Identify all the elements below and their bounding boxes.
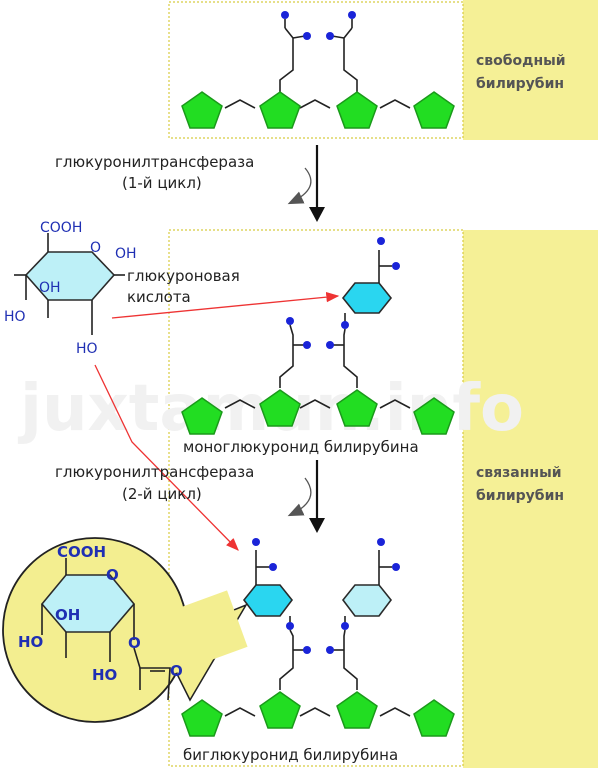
free-bilirubin-frame: [168, 1, 464, 139]
cofactor-arrow-1: [287, 167, 312, 205]
diglucuronide-label: биглюкуронид билирубина: [183, 746, 398, 764]
enzyme-cycle-1-name: глюкуронилтрансфераза: [55, 153, 254, 171]
linker-oxygen-zoom: O: [128, 634, 141, 652]
cooh-group: COOH: [40, 220, 82, 236]
reaction-arrow-1-head: [309, 207, 325, 222]
glucuronide-ring-di-1: [242, 584, 294, 617]
pyrrole-ring-mono-1: [181, 397, 223, 435]
pyrrole-ring-di-4: [413, 699, 455, 737]
monoglucuronide-label: моноглюкуронид билирубина: [183, 438, 419, 456]
pyrrole-ring-di-2: [259, 691, 301, 729]
glucuronide-ring-mono: [341, 282, 393, 314]
pyrrole-ring-mono-3: [336, 389, 378, 427]
carbonyl-oxygen-zoom: O: [170, 662, 183, 680]
glucuronide-zoom-bubble: COOH O OH HO HO O O: [2, 537, 248, 723]
enzyme-cycle-2-step: (2-й цикл): [122, 485, 202, 503]
ho-group-1: HO: [4, 309, 26, 325]
free-bilirubin-molecule: [181, 11, 455, 129]
glucuronic-acid-label: глюкуроновая: [127, 267, 240, 285]
red-arrow-to-diglucuronide: [94, 364, 239, 551]
cooh-group-zoom: COOH: [57, 543, 106, 561]
enzyme-cycle-2-name: глюкуронилтрансфераза: [55, 463, 254, 481]
free-bilirubin-label: свободный: [476, 53, 566, 69]
bound-side-panel: [463, 230, 598, 768]
pyrrole-ring-3: [336, 91, 378, 129]
monoglucuronide-molecule: [181, 237, 455, 435]
red-arrow-to-monoglucuronide: [111, 291, 340, 319]
free-side-panel: [463, 0, 598, 140]
pyrrole-ring-4: [413, 91, 455, 129]
pyrrole-ring-2: [259, 91, 301, 129]
free-bilirubin-label-2: билирубин: [476, 76, 564, 92]
enzyme-cycle-1-step: (1-й цикл): [122, 174, 202, 192]
reaction-arrow-2-head: [309, 518, 325, 533]
oh-group-zoom: OH: [55, 606, 80, 624]
ho-group-zoom-2: HO: [92, 666, 117, 684]
cofactor-arrow-2: [287, 477, 312, 517]
glucuronide-ring-di-2: [341, 584, 393, 617]
glucuronic-acid-molecule: COOH O OH OH HO HO: [4, 220, 137, 357]
ring-oxygen-zoom: O: [106, 566, 119, 584]
bound-bilirubin-label-2: билирубин: [476, 488, 564, 504]
pyrrole-ring-di-1: [181, 699, 223, 737]
pyrrole-ring-mono-4: [413, 397, 455, 435]
oh-group-1: OH: [115, 246, 137, 262]
ho-group-zoom-1: HO: [18, 633, 43, 651]
pyrrole-ring-di-3: [336, 691, 378, 729]
ho-group-2: HO: [76, 341, 98, 357]
pyrrole-ring-1: [181, 91, 223, 129]
glucuronic-acid-label-2: кислота: [127, 288, 191, 306]
bound-bilirubin-label: связанный: [476, 465, 562, 481]
diglucuronide-molecule: [181, 538, 455, 737]
ring-oxygen: O: [90, 240, 101, 256]
pyrrole-ring-mono-2: [259, 389, 301, 427]
oh-group-2: OH: [39, 280, 61, 296]
bound-bilirubin-frame: [168, 229, 464, 767]
